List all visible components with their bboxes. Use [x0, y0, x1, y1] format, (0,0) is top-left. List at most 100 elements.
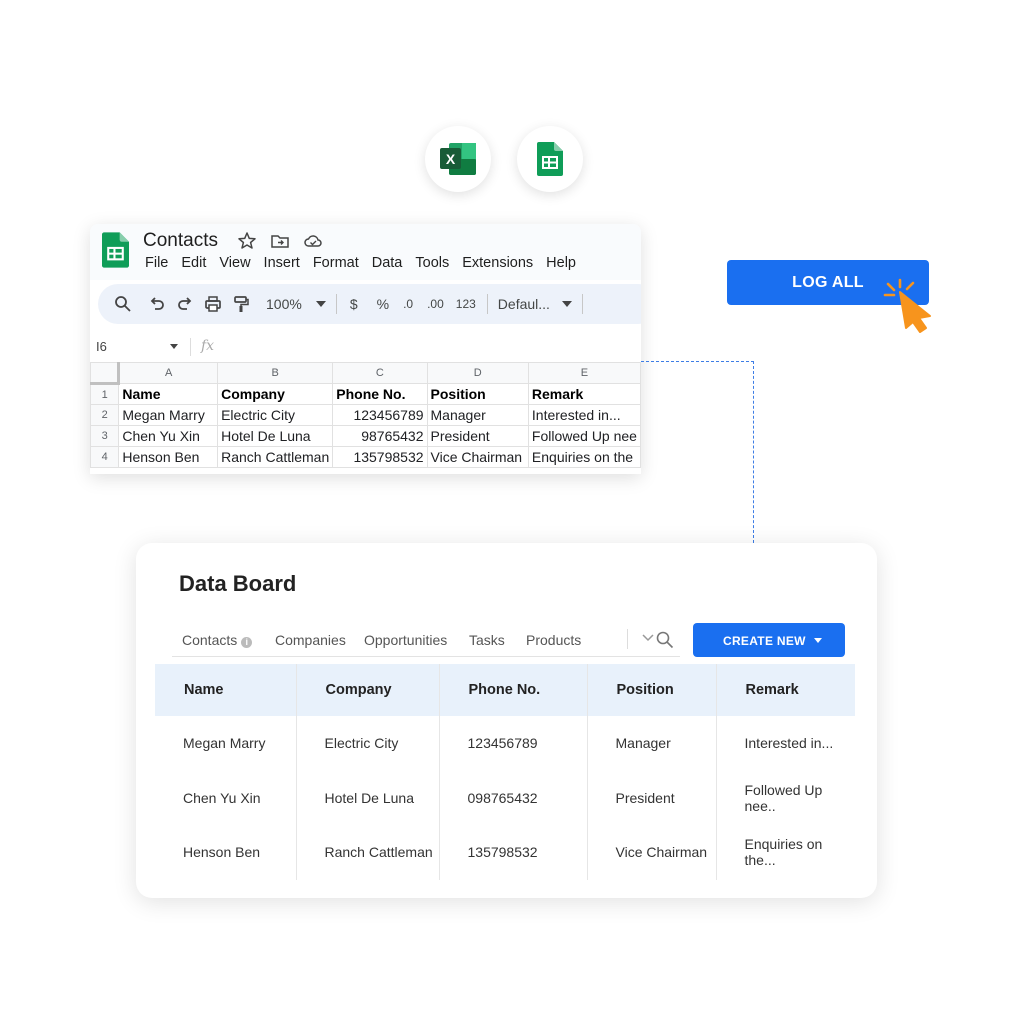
sheet-cell[interactable]: Position [426, 383, 529, 405]
tab-opportunities[interactable]: Opportunities [364, 632, 448, 648]
sheet-cell[interactable]: Name [118, 383, 219, 405]
row-header[interactable]: 1 [90, 383, 120, 405]
sheet-cell[interactable]: Manager [426, 404, 529, 426]
sheet-row: 2 Megan Marry Electric City 123456789 Ma… [90, 404, 641, 426]
undo-icon[interactable] [148, 292, 166, 316]
sheet-cell[interactable]: Remark [527, 383, 641, 405]
sheet-cell[interactable]: Followed Up nee [527, 425, 641, 447]
column-header-company[interactable]: Company [295, 664, 439, 716]
log-all-button[interactable]: LOG ALL [727, 260, 929, 305]
sheet-cell[interactable]: Phone No. [332, 383, 428, 405]
increase-decimal-button[interactable]: .00 [427, 297, 444, 311]
cell-phone: 135798532 [438, 825, 587, 880]
column-header-b[interactable]: B [217, 362, 334, 384]
table-row[interactable]: Henson Ben Ranch Cattleman 135798532 Vic… [155, 825, 855, 880]
tab-products[interactable]: Products [526, 632, 582, 648]
connector-line [753, 361, 754, 543]
star-icon[interactable] [237, 231, 257, 251]
toolbar: 100% $ % .0 .00 123 Defaul... [98, 284, 641, 324]
cell-name: Megan Marry [183, 735, 266, 752]
sheet-cell[interactable]: Company [217, 383, 334, 405]
column-header-remark[interactable]: Remark [715, 664, 855, 716]
menu-tools[interactable]: Tools [415, 255, 450, 271]
tab-companies[interactable]: Companies [275, 632, 346, 648]
sheet-cell[interactable]: Henson Ben [118, 446, 219, 468]
tab-tasks[interactable]: Tasks [469, 632, 505, 648]
sheet-row: 1 Name Company Phone No. Position Remark [90, 383, 641, 405]
more-formats-button[interactable]: 123 [455, 297, 476, 311]
sheet-cell[interactable]: Ranch Cattleman [217, 446, 334, 468]
redo-icon[interactable] [176, 292, 194, 316]
row-header[interactable]: 3 [90, 425, 120, 447]
column-header-a[interactable]: A [118, 362, 219, 384]
menu-insert[interactable]: Insert [263, 255, 300, 271]
font-select[interactable]: Defaul... [498, 292, 572, 316]
chevron-down-icon [315, 301, 326, 307]
document-title[interactable]: Contacts [143, 230, 218, 251]
cell-position: Manager [586, 716, 716, 771]
sheet-cell[interactable]: Vice Chairman [426, 446, 529, 468]
format-percent-button[interactable]: % [376, 296, 390, 312]
column-header-name[interactable]: Name [155, 664, 296, 716]
sheet-cell[interactable]: Megan Marry [118, 404, 219, 426]
connector-line [641, 361, 754, 362]
decrease-decimal-button[interactable]: .0 [403, 297, 414, 311]
move-folder-icon[interactable] [270, 231, 290, 251]
name-box-dropdown-icon[interactable] [170, 344, 178, 349]
cell-company: Electric City [295, 716, 439, 771]
column-header-e[interactable]: E [527, 362, 641, 384]
tab-label: Contacts [182, 632, 238, 648]
sheets-logo-icon [102, 232, 129, 268]
sheet-cell[interactable]: Electric City [217, 404, 334, 426]
sheet-cell[interactable]: Chen Yu Xin [118, 425, 219, 447]
row-header[interactable]: 2 [90, 404, 120, 426]
column-header-position[interactable]: Position [586, 664, 716, 716]
search-icon[interactable] [656, 631, 674, 649]
menu-file[interactable]: File [145, 255, 169, 271]
sheet-cell[interactable]: President [426, 425, 529, 447]
sheet-cell[interactable]: 98765432 [332, 425, 428, 447]
table-row[interactable]: Chen Yu Xin Hotel De Luna 098765432 Pres… [155, 770, 855, 825]
sheet-cell[interactable]: Hotel De Luna [217, 425, 334, 447]
chevron-down-icon[interactable] [642, 634, 654, 642]
excel-icon: X [440, 143, 476, 175]
sheet-cell[interactable]: Interested in... [527, 404, 641, 426]
cell-remark: Followed Up nee.. [715, 770, 855, 825]
name-box[interactable]: I6 [96, 339, 107, 354]
create-new-label: CREATE NEW [723, 634, 806, 648]
menu-view[interactable]: View [219, 255, 251, 271]
board-table: Name Company Phone No. Position Remark M… [155, 664, 855, 880]
menu-help[interactable]: Help [546, 255, 576, 271]
cloud-saved-icon[interactable] [303, 231, 323, 251]
column-header-c[interactable]: C [332, 362, 428, 384]
menu-edit[interactable]: Edit [181, 255, 207, 271]
format-currency-button[interactable]: $ [349, 296, 358, 312]
cell-company: Hotel De Luna [295, 770, 439, 825]
board-title: Data Board [179, 571, 297, 596]
caret-down-icon[interactable] [814, 638, 822, 643]
row-header[interactable]: 4 [90, 446, 120, 468]
zoom-select[interactable]: 100% [266, 292, 326, 316]
column-header-d[interactable]: D [426, 362, 529, 384]
table-header-row: Name Company Phone No. Position Remark [155, 664, 855, 716]
sheet-cell[interactable]: 123456789 [332, 404, 428, 426]
menu-data[interactable]: Data [371, 255, 403, 271]
search-menus-icon[interactable] [114, 292, 132, 316]
menu-format[interactable]: Format [312, 255, 359, 271]
menu-extensions[interactable]: Extensions [462, 255, 534, 271]
print-icon[interactable] [204, 292, 222, 316]
cell-position: President [586, 770, 716, 825]
select-all-corner[interactable] [90, 362, 121, 385]
cell-remark: Interested in... [715, 716, 855, 771]
menu-bar: File Edit View Insert Format Data Tools … [145, 255, 589, 271]
table-row[interactable]: Megan Marry Electric City 123456789 Mana… [155, 716, 855, 771]
paint-format-icon[interactable] [232, 292, 250, 316]
toolbar-divider [486, 294, 488, 314]
excel-app-icon: X [425, 126, 491, 192]
sheet-cell[interactable]: Enquiries on the [527, 446, 641, 468]
sheet-cell[interactable]: 135798532 [332, 446, 428, 468]
cell-name: Henson Ben [183, 844, 261, 861]
create-new-button[interactable]: CREATE NEW [693, 623, 845, 657]
column-header-phone[interactable]: Phone No. [438, 664, 587, 716]
